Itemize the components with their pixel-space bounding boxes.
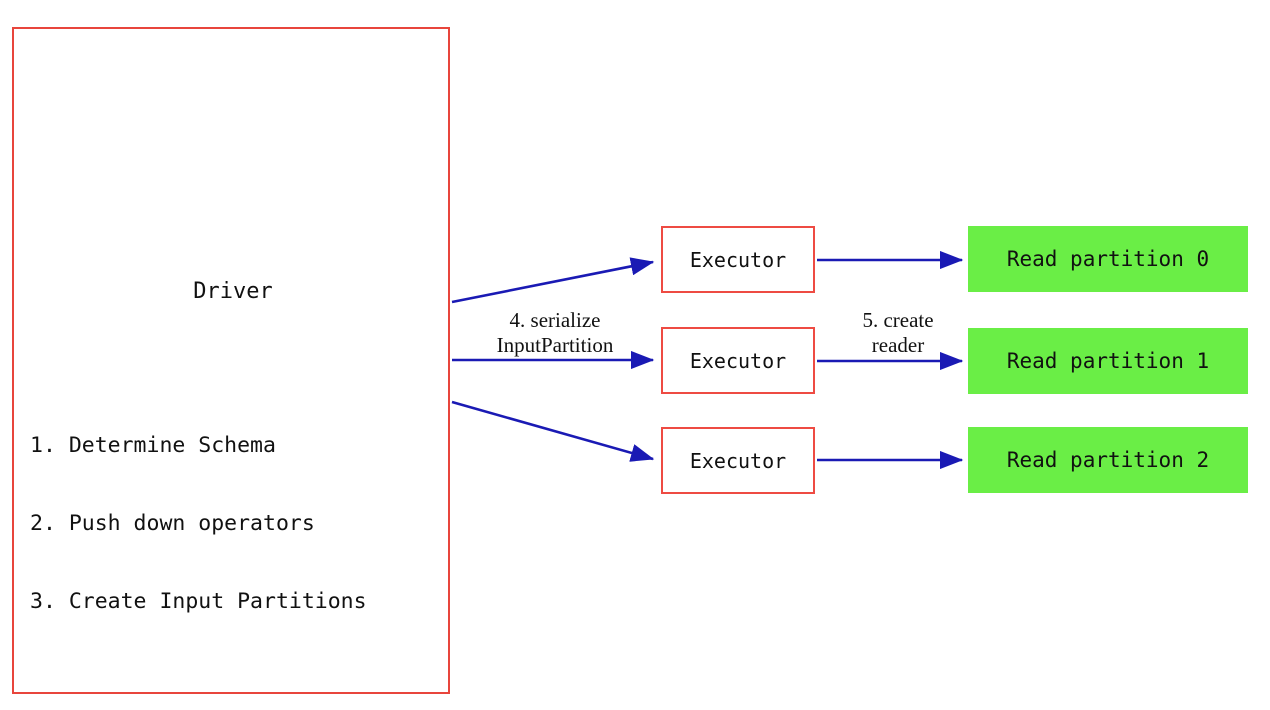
driver-step-1: 1. Determine Schema [30,433,276,458]
executor-label-1: Executor [689,348,787,373]
driver-step-2: 2. Push down operators [30,511,315,536]
read-partition-label-2: Read partition 2 [1006,448,1210,472]
read-partition-label-0: Read partition 0 [1006,247,1210,271]
read-partition-box-2: Read partition 2 [968,427,1248,493]
edge-label-create-reader-line-2: reader [871,333,925,357]
read-partition-label-1: Read partition 1 [1006,349,1210,373]
edge-label-create-reader: 5. create reader [828,308,968,358]
edge-label-serialize: 4. serialize InputPartition [470,308,640,358]
arrow-driver-to-executor-0 [451,257,655,304]
driver-title: Driver [193,279,273,304]
driver-box: Driver 1. Determine Schema 2. Push down … [12,27,450,694]
executor-label-2: Executor [689,448,787,473]
driver-steps-list: 1. Determine Schema 2. Push down operato… [30,381,367,667]
read-partition-box-1: Read partition 1 [968,328,1248,394]
edge-label-serialize-line-1: 4. serialize [509,308,601,332]
arrow-driver-to-executor-2 [451,400,655,462]
edge-label-serialize-line-2: InputPartition [496,333,614,357]
read-partition-box-0: Read partition 0 [968,226,1248,292]
executor-box-2: Executor [661,427,815,494]
executor-box-1: Executor [661,327,815,394]
executor-label-0: Executor [689,247,787,272]
executor-box-0: Executor [661,226,815,293]
driver-step-3: 3. Create Input Partitions [30,589,367,614]
edge-label-create-reader-line-1: 5. create [862,308,934,332]
